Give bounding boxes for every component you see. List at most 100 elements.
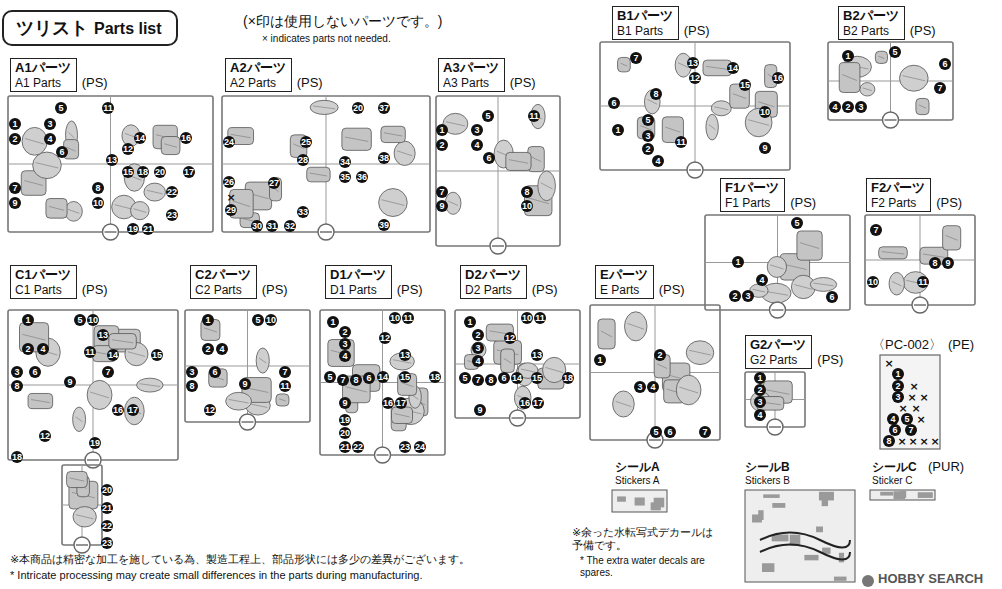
- header-title: A2パーツ: [230, 60, 286, 76]
- part-detail: [128, 352, 145, 357]
- part-shape: [889, 272, 904, 295]
- callout-number: 2: [436, 139, 448, 151]
- runner-frame: [455, 310, 580, 426]
- part-detail: [140, 384, 160, 387]
- callout-number: 20: [154, 166, 166, 178]
- runner-outline: [62, 465, 102, 545]
- runner-header: A2パーツA2 Parts: [225, 58, 292, 92]
- callout-number: 22: [166, 186, 178, 198]
- sticker-mark: [763, 494, 779, 498]
- unused-mark: ×: [897, 436, 906, 447]
- callout-number: 5: [482, 110, 494, 122]
- sticker-mark: [822, 498, 828, 506]
- sprue-bar: [326, 96, 327, 232]
- part-shape: [625, 312, 647, 341]
- sticker-mark: [617, 496, 626, 501]
- material-code: (PS): [297, 76, 323, 91]
- callout-number: 10: [92, 197, 104, 209]
- part-shape: [767, 256, 786, 277]
- note-text: Stickers A: [615, 475, 659, 487]
- part-detail: [647, 99, 657, 104]
- part-detail: [395, 414, 410, 417]
- part-shape: [46, 199, 67, 219]
- part-shape: [87, 380, 112, 409]
- callout-number: 8: [350, 374, 362, 386]
- callout-number: 11: [279, 380, 291, 392]
- callout-number: 7: [102, 366, 114, 378]
- unused-mark: ×: [930, 436, 939, 447]
- header-title: F1パーツ: [725, 180, 779, 196]
- part-detail: [164, 144, 177, 148]
- runner-tag: [103, 224, 119, 240]
- callout-number: 23: [399, 441, 411, 453]
- runner-tag: [770, 302, 786, 318]
- runner-header: G2パーツG2 Parts: [745, 335, 812, 369]
- header-subtitle: D2 Parts: [465, 283, 521, 297]
- runner-outline: [865, 215, 975, 305]
- callout-number: 12: [204, 404, 216, 416]
- callout-number: 11: [84, 346, 96, 358]
- runner-frame: [185, 310, 310, 430]
- header-title: C1パーツ: [15, 267, 71, 283]
- part-detail: [112, 340, 133, 343]
- part-detail: [628, 323, 644, 329]
- sticker-mark: [839, 553, 844, 563]
- part-detail: [147, 190, 163, 194]
- sticker-label: シールA: [615, 461, 660, 475]
- callout-number: 3: [742, 290, 754, 302]
- callout-number: 6: [939, 58, 951, 70]
- header-subtitle: A3 Parts: [443, 76, 499, 90]
- callout-number: 16: [519, 397, 531, 409]
- runner-outline: [705, 215, 850, 310]
- header-subtitle: B2 Parts: [843, 24, 899, 38]
- header-title: C2パーツ: [195, 267, 251, 283]
- header-subtitle: E Parts: [600, 283, 648, 297]
- sticker-mark: [762, 563, 774, 572]
- part-detail: [115, 205, 133, 210]
- material-code: 〈PC-002〉: [872, 338, 942, 353]
- runner-outline: [320, 310, 445, 455]
- callout-number: 22: [101, 520, 113, 532]
- callout-number: 19: [89, 437, 101, 449]
- callout-number: 4: [472, 355, 484, 367]
- note-text: × indicates parts not needed.: [262, 33, 391, 45]
- callout-number: 13: [97, 329, 109, 341]
- callout-number: 19: [339, 414, 351, 426]
- callout-number: 7: [630, 52, 642, 64]
- part-detail: [733, 94, 747, 99]
- part-shape: [73, 507, 96, 527]
- part-detail: [31, 400, 50, 403]
- material-code: (PS): [397, 283, 423, 298]
- part-shape: [392, 407, 413, 423]
- callout-number: 3: [339, 338, 351, 350]
- part-detail: [531, 157, 541, 162]
- callout-number: 8: [92, 182, 104, 194]
- part-shape: [22, 127, 47, 155]
- callout-number: 10: [87, 314, 99, 326]
- runner-frame: [600, 42, 790, 178]
- part-detail: [448, 201, 458, 205]
- part-shape: [839, 63, 860, 93]
- runner-tag: [105, 231, 117, 232]
- part-detail: [397, 151, 412, 156]
- callout-number: 3: [634, 381, 646, 393]
- callout-number: 3: [186, 366, 198, 378]
- part-shape: [161, 137, 180, 155]
- part-detail: [748, 120, 769, 126]
- runner-tag: [912, 297, 928, 313]
- callout-number: 19: [127, 223, 139, 235]
- part-detail: [204, 328, 217, 332]
- sticker-sheet: [870, 490, 935, 500]
- callout-number: 2: [22, 343, 34, 355]
- callout-number: 25: [300, 136, 312, 148]
- callout-number: 20: [339, 427, 351, 439]
- runner-tag: [649, 439, 661, 440]
- callout-number: 6: [363, 372, 375, 384]
- callout-number: 1: [436, 124, 448, 136]
- callout-number: 6: [664, 426, 676, 438]
- callout-number: 29: [225, 204, 237, 216]
- material-code: (PS): [936, 196, 962, 211]
- callout-number: 6: [608, 97, 620, 109]
- part-shape: [394, 141, 415, 165]
- callout-number: 13: [531, 349, 543, 361]
